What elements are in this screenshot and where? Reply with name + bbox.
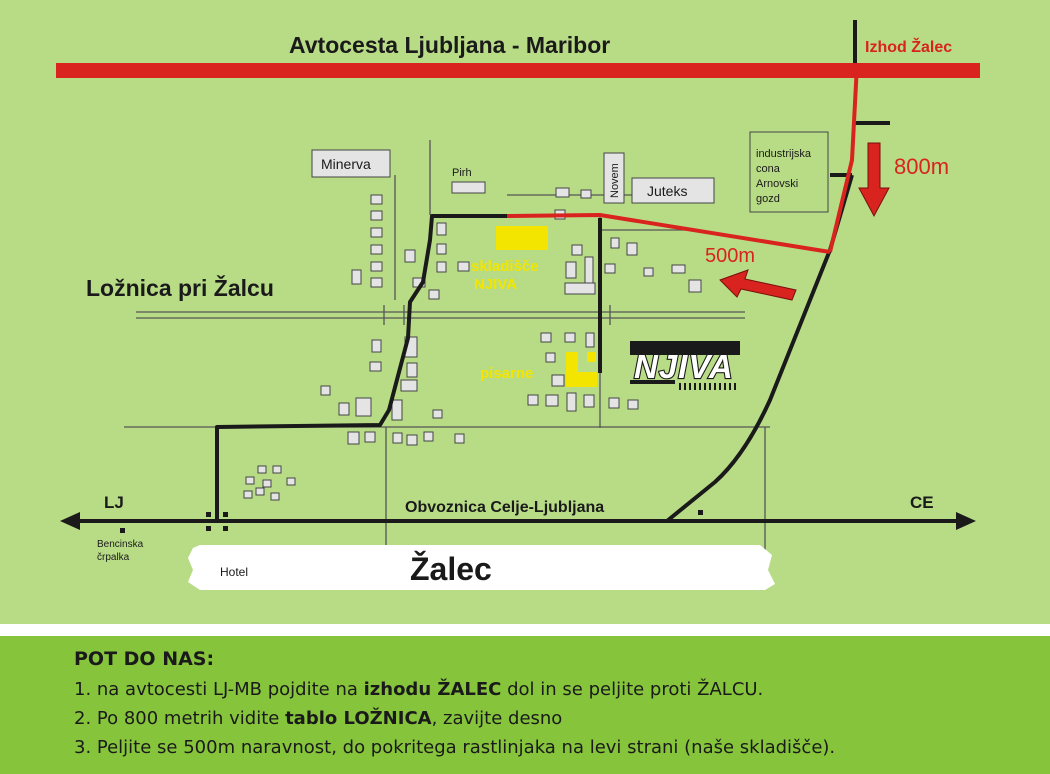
label-800m: 800m <box>894 154 949 179</box>
label-ce: CE <box>910 493 934 512</box>
highway-ljubljana-maribor <box>56 63 980 78</box>
red-route <box>506 64 859 254</box>
industrial-label-line2: cona <box>756 163 781 175</box>
industrial-label-line3: Arnovski <box>756 178 798 190</box>
industrial-label-line4: gozd <box>756 193 780 205</box>
novem-box <box>603 152 625 204</box>
label-pirh: Pirh <box>452 167 472 179</box>
label-gas-station-line2: črpalka <box>97 552 130 563</box>
njiva-logo: NJIVA <box>630 341 740 390</box>
label-juteks: Juteks <box>647 183 687 199</box>
label-500m: 500m <box>705 245 755 267</box>
arrow-right-ce-icon <box>956 512 976 530</box>
industrial-zone-box <box>749 131 829 213</box>
industrial-zone-label: industrijska cona Arnovski gozd <box>756 148 812 205</box>
directions-step-1: 1. na avtocesti LJ-MB pojdite na izhodu … <box>74 679 763 700</box>
directions-step-3: 3. Peljite se 500m naravnost, do pokrite… <box>74 737 836 758</box>
label-minerva: Minerva <box>321 156 371 172</box>
minerva-box <box>311 149 391 178</box>
highway-title: Avtocesta Ljubljana - Maribor <box>289 32 610 58</box>
label-lj: LJ <box>104 493 124 512</box>
label-loznica: Ložnica pri Žalcu <box>86 274 274 301</box>
main-roads <box>215 20 890 523</box>
step2-text-a: 2. Po 800 metrih vidite <box>74 708 286 729</box>
arrow-left-icon <box>719 269 797 301</box>
bypass-label: Obvoznica Celje-Ljubljana <box>405 499 604 516</box>
njiva-logo-text: NJIVA <box>634 348 734 385</box>
juteks-box <box>631 177 715 204</box>
zalec-banner <box>188 545 775 590</box>
arrow-down-icon <box>858 142 890 218</box>
offices-marker <box>566 352 597 387</box>
directions-heading: POT DO NAS: <box>74 648 215 670</box>
step2-text-bold: tablo LOŽNICA <box>285 708 432 729</box>
directions-step-2: 2. Po 800 metrih vidite tablo LOŽNICA, z… <box>74 708 562 729</box>
step1-text-c: dol in se peljite proti ŽALCU. <box>501 679 764 700</box>
warehouse-marker <box>496 226 548 250</box>
label-warehouse-line2: NJIVA <box>474 276 517 293</box>
label-gas-station-line1: Bencinska <box>97 539 144 550</box>
offices-marker-small <box>587 352 596 362</box>
map-divider <box>0 624 1050 636</box>
step1-text-bold: izhodu ŽALEC <box>363 679 502 700</box>
step2-text-c: , zavijte desno <box>431 708 563 729</box>
label-hotel: Hotel <box>220 565 248 579</box>
label-zalec: Žalec <box>410 551 492 587</box>
exit-label: Izhod Žalec <box>865 37 952 56</box>
label-offices: pisarne <box>480 365 533 382</box>
buildings <box>243 181 702 501</box>
directions-panel: POT DO NAS: 1. na avtocesti LJ-MB pojdit… <box>0 636 1050 774</box>
step1-text-a: 1. na avtocesti LJ-MB pojdite na <box>74 679 364 700</box>
label-warehouse-line1: skladišče <box>471 258 539 275</box>
industrial-label-line1: industrijska <box>756 148 812 160</box>
arrow-left-lj-icon <box>60 512 80 530</box>
label-novem: Novem <box>609 163 621 198</box>
